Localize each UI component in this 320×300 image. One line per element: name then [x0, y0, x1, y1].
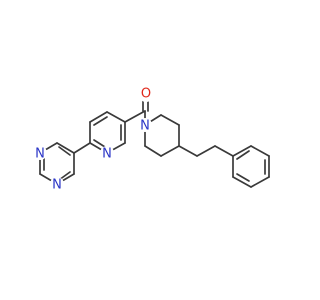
pyrimidine-nitrogen-atom: N	[33, 146, 47, 162]
bond	[196, 145, 216, 157]
atom-label: N	[52, 178, 62, 193]
bond	[160, 114, 180, 126]
bond	[214, 145, 234, 157]
pyridine-nitrogen-atom: N	[100, 146, 114, 162]
bond	[232, 145, 252, 157]
pyrimidine-nitrogen-atom: N	[50, 177, 64, 193]
bond	[73, 142, 91, 154]
piperidine-nitrogen-atom: N	[138, 118, 152, 134]
bond	[178, 145, 198, 157]
molecule-structure: O N N N N	[33, 86, 270, 193]
bond-layer	[39, 98, 270, 188]
bond	[236, 150, 250, 160]
bond	[160, 145, 180, 157]
bond	[89, 111, 108, 123]
atom-label: O	[141, 87, 151, 102]
bond	[93, 139, 106, 148]
bond	[93, 116, 108, 126]
bond	[236, 173, 250, 182]
bond	[232, 176, 252, 188]
structure-canvas: O N N N N	[33, 86, 270, 193]
atom-label: N	[102, 147, 112, 162]
bond	[250, 145, 270, 157]
atom-label: N	[140, 119, 150, 134]
oxygen-atom: O	[138, 86, 154, 102]
atom-label: N	[35, 147, 45, 162]
atom-label-layer: O N N N N	[33, 86, 154, 193]
bond	[124, 110, 146, 123]
bond	[106, 111, 126, 123]
bond	[58, 146, 71, 156]
bond	[144, 145, 162, 157]
bond	[250, 176, 270, 188]
bond	[56, 142, 75, 154]
